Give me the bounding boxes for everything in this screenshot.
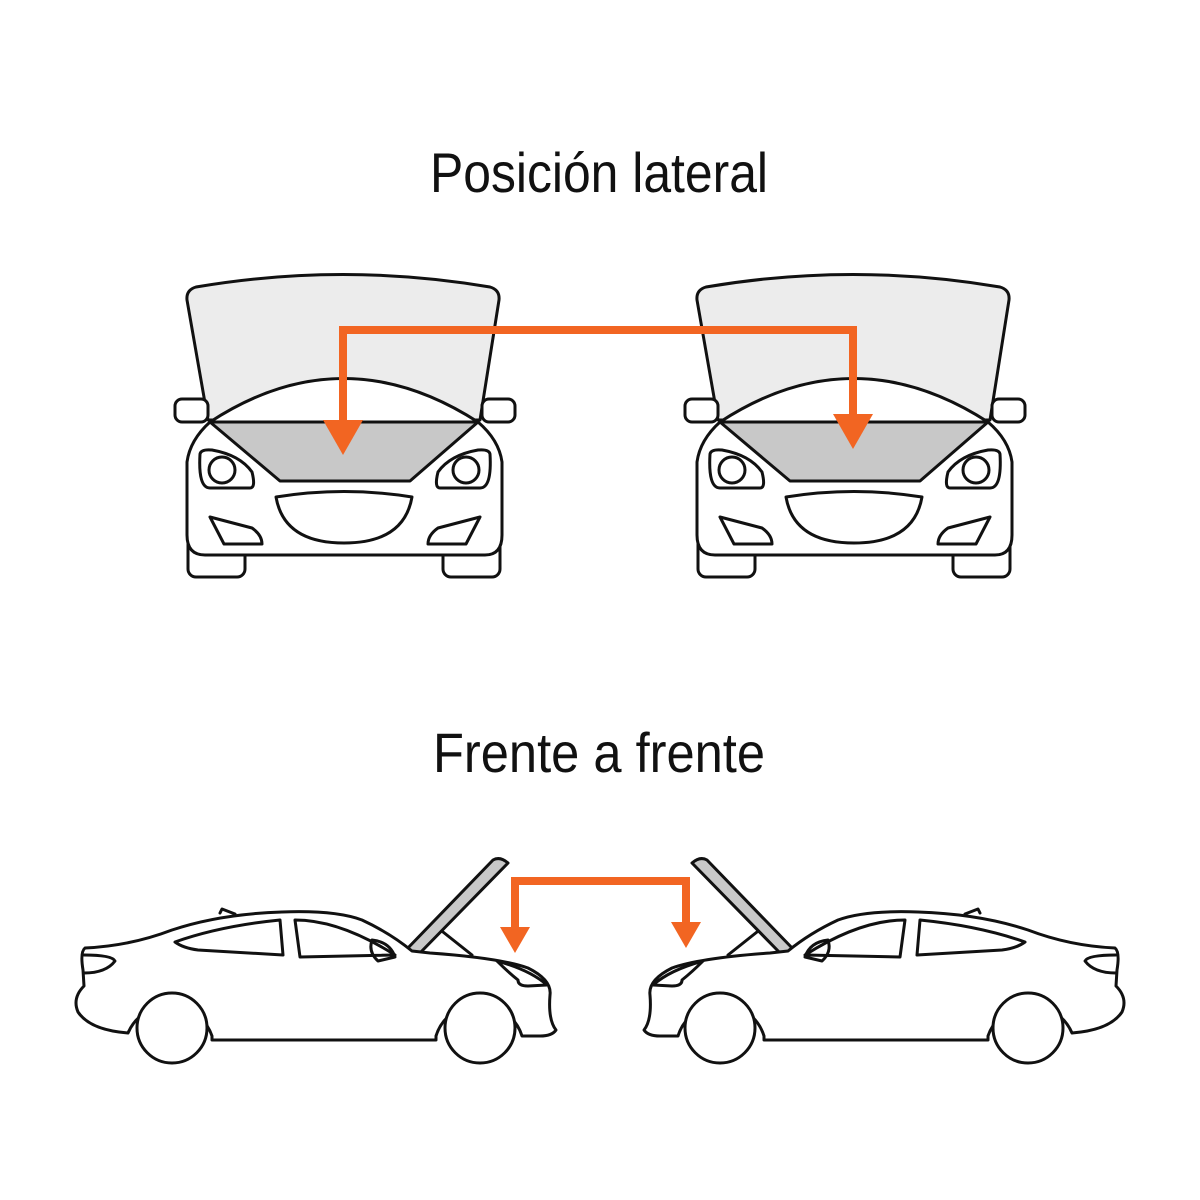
section-title-lateral: Posición lateral <box>430 141 768 204</box>
section-title-frente: Frente a frente <box>433 721 765 784</box>
arrow-icon <box>323 326 873 455</box>
car-side-icon <box>74 857 558 1065</box>
arrow-icon <box>500 877 701 953</box>
car-side-icon <box>642 857 1126 1065</box>
